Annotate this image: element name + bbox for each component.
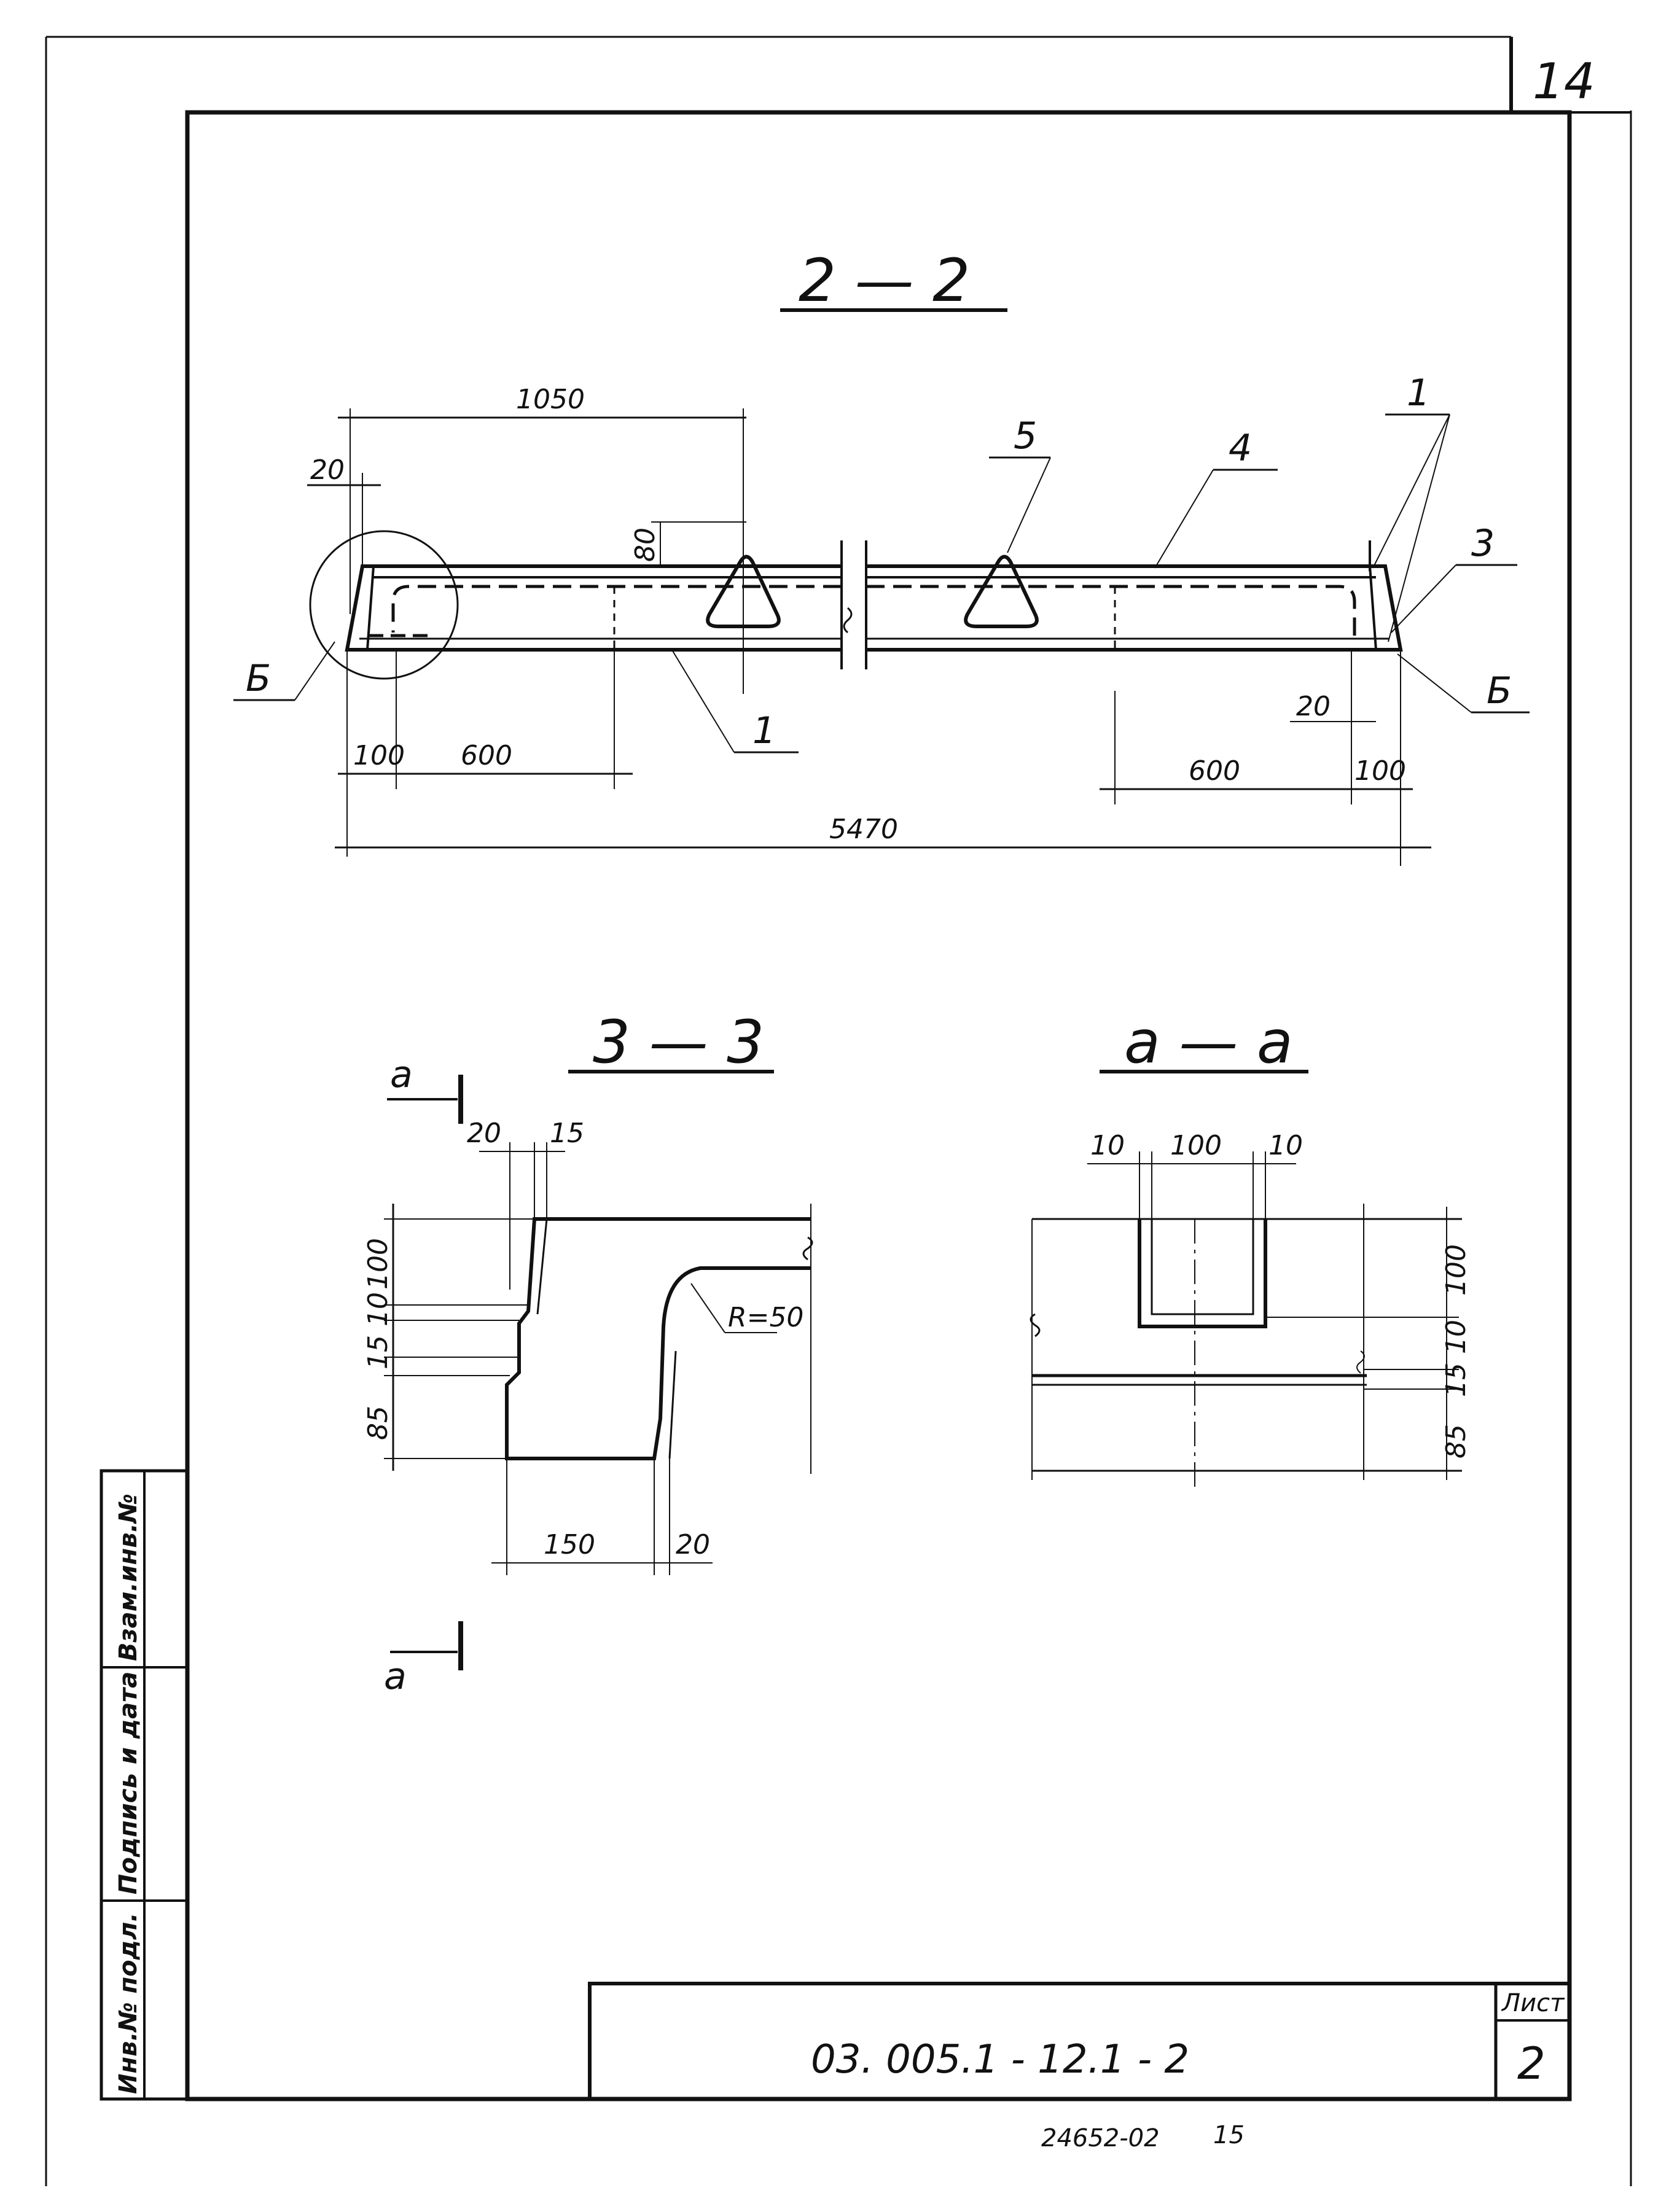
callout-1-top: 1 [1407, 372, 1430, 415]
aa-break-symbol [1030, 1313, 1041, 1338]
side-stamp-signature: Подпись и дата [114, 1672, 143, 1895]
side-stamp-inv: Инв.№ подл. [114, 1912, 143, 2094]
aa-right-break [1356, 1350, 1365, 1374]
dim-600-right: 600 [1189, 755, 1240, 787]
doc-code: 03. 005.1 - 12.1 - 2 [811, 2037, 1189, 2082]
dim-20-bottom: 20 [676, 1529, 710, 1560]
lifting-loop-right [964, 555, 1039, 628]
radius-label: R=50 [728, 1302, 803, 1333]
callout-1-top-arrow-a [1372, 414, 1450, 569]
callout-4-arrow [1154, 469, 1214, 569]
beam-end-left-inner [366, 566, 375, 650]
side-stamp-replace: Взам.инв.№ [114, 1493, 143, 1661]
section-2-2: 2 — 2 1050 20 [233, 246, 1530, 866]
callout-3: 3 [1471, 522, 1495, 565]
archive-page: 15 [1213, 2121, 1245, 2149]
title-block: 03. 005.1 - 12.1 - 2 Лист 2 [588, 1982, 1571, 2101]
callout-b-right: Б [1487, 669, 1512, 712]
dim-100-vert: 100 [362, 1238, 394, 1290]
cut-mark-top-label: а [390, 1053, 413, 1096]
aa-groove-inner [1151, 1219, 1254, 1315]
section-3-3-title: 3 — 3 [593, 1008, 764, 1077]
section-3-3: 3 — 3 а а 100 10 15 85 20 15 [362, 1008, 813, 1698]
dim-5470: 5470 [829, 814, 898, 845]
profile-inner-web [668, 1350, 677, 1459]
dim-15-vert: 15 [362, 1335, 394, 1369]
section-2-2-title: 2 — 2 [799, 246, 970, 315]
sheet-number: 2 [1517, 2038, 1546, 2089]
dim-80: 80 [630, 528, 661, 562]
dim-150: 150 [544, 1529, 595, 1560]
dim-1050: 1050 [516, 384, 585, 415]
aa-dim-10-vert: 10 [1440, 1320, 1472, 1354]
callout-b-right-arrow [1397, 653, 1472, 713]
archive-number: 24652-02 [1041, 2124, 1160, 2152]
beam-outline-left [345, 564, 842, 652]
dim-20-top: 20 [310, 454, 345, 486]
sheet-label: Лист [1501, 1989, 1565, 2017]
dim-85-vert: 85 [362, 1406, 394, 1440]
beam-end-right-inner [1369, 566, 1377, 650]
callout-1-top-arrow-b [1388, 414, 1450, 642]
callout-b-left: Б [246, 657, 271, 700]
page-number: 14 [1533, 53, 1595, 110]
cut-mark-bottom-label: а [384, 1655, 407, 1698]
aa-dim-10-left: 10 [1090, 1130, 1125, 1161]
callout-1-bottom-arrow [672, 650, 735, 753]
profile-inner-step [536, 1218, 548, 1315]
radius-arrow [690, 1283, 725, 1333]
section-a-a: а — а 10 100 10 100 10 15 85 [1030, 1008, 1472, 1492]
callout-3-arrow [1391, 564, 1456, 633]
aa-dim-100-vert: 100 [1440, 1244, 1472, 1296]
callout-1-bottom: 1 [752, 709, 776, 752]
callout-4: 4 [1229, 427, 1252, 470]
section-a-a-title: а — а [1124, 1008, 1293, 1077]
aa-dim-15-vert: 15 [1440, 1363, 1472, 1397]
section-3-3-profile [505, 1217, 811, 1460]
aa-dim-10-right: 10 [1268, 1130, 1303, 1161]
detail-circle-b [309, 530, 459, 680]
break-symbol [843, 607, 853, 634]
callout-5-arrow [1007, 457, 1051, 553]
rebar-dashed-left [391, 585, 842, 633]
callout-5: 5 [1014, 415, 1037, 458]
drawing-frame [185, 110, 1572, 2101]
beam-outline-right [866, 564, 1403, 652]
profile-break-symbol [802, 1236, 813, 1261]
dim-10-vert: 10 [362, 1292, 394, 1326]
dim-100-right: 100 [1354, 755, 1406, 787]
dim-20-right: 20 [1296, 691, 1331, 722]
dim-600-left: 600 [461, 740, 512, 771]
dim-20-top: 20 [467, 1118, 501, 1149]
side-stamp: Инв.№ подл. Подпись и дата Взам.инв.№ [100, 1469, 189, 2101]
aa-dim-85-vert: 85 [1440, 1424, 1472, 1458]
rebar-dashed-right [866, 585, 1356, 636]
dim-100-left: 100 [353, 740, 405, 771]
aa-groove [1138, 1219, 1267, 1328]
dim-15-top: 15 [550, 1118, 584, 1149]
title-block-frame [588, 1982, 1571, 2101]
lifting-loop-left [706, 555, 781, 628]
aa-dim-100: 100 [1170, 1130, 1222, 1161]
callout-b-left-arrow [294, 641, 335, 701]
